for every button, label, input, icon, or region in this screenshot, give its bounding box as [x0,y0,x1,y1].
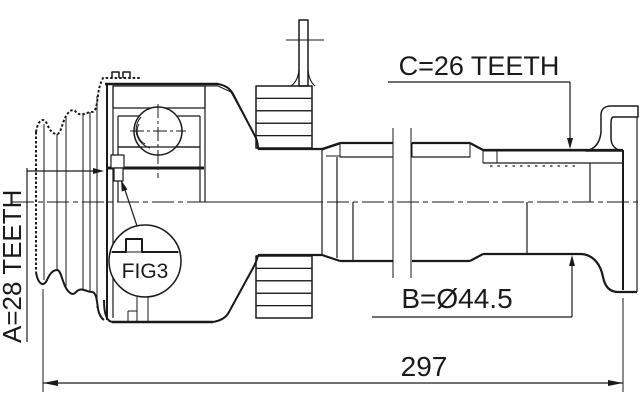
dim-arrow-left [43,380,58,386]
dim-arrow-right [608,380,623,386]
fig3-callout: FIG3 [108,180,182,298]
label-spline-a: A=28 TEETH [0,168,104,343]
diameter-b-text: B=Ø44.5 [401,283,512,314]
shaft-break-lines [392,128,412,278]
spline-c-text: C=26 TEETH [399,51,560,81]
joint-housing [103,82,323,324]
drive-shaft [258,141,637,294]
mounting-flange [286,19,324,87]
snap-ring [110,154,125,169]
dimension-overall-length: 297 [42,289,624,392]
label-spline-c: C=26 TEETH [388,51,573,149]
spline-c-arrowhead [567,138,573,149]
fig3-label: FIG3 [122,260,169,283]
fig3-arrowhead [121,180,128,192]
boot-clamp-crimps [111,71,131,78]
overall-length-text: 297 [401,351,448,382]
diameter-b-arrowhead [569,255,575,266]
spline-a-arrowhead [93,168,104,174]
ball-bearing-assembly [106,85,206,202]
spline-a-text: A=28 TEETH [0,190,27,343]
dust-deflector-ring [585,105,639,292]
ball-crosshair [130,104,186,178]
label-diameter-b: B=Ø44.5 [372,255,575,318]
cv-boot [35,71,149,322]
